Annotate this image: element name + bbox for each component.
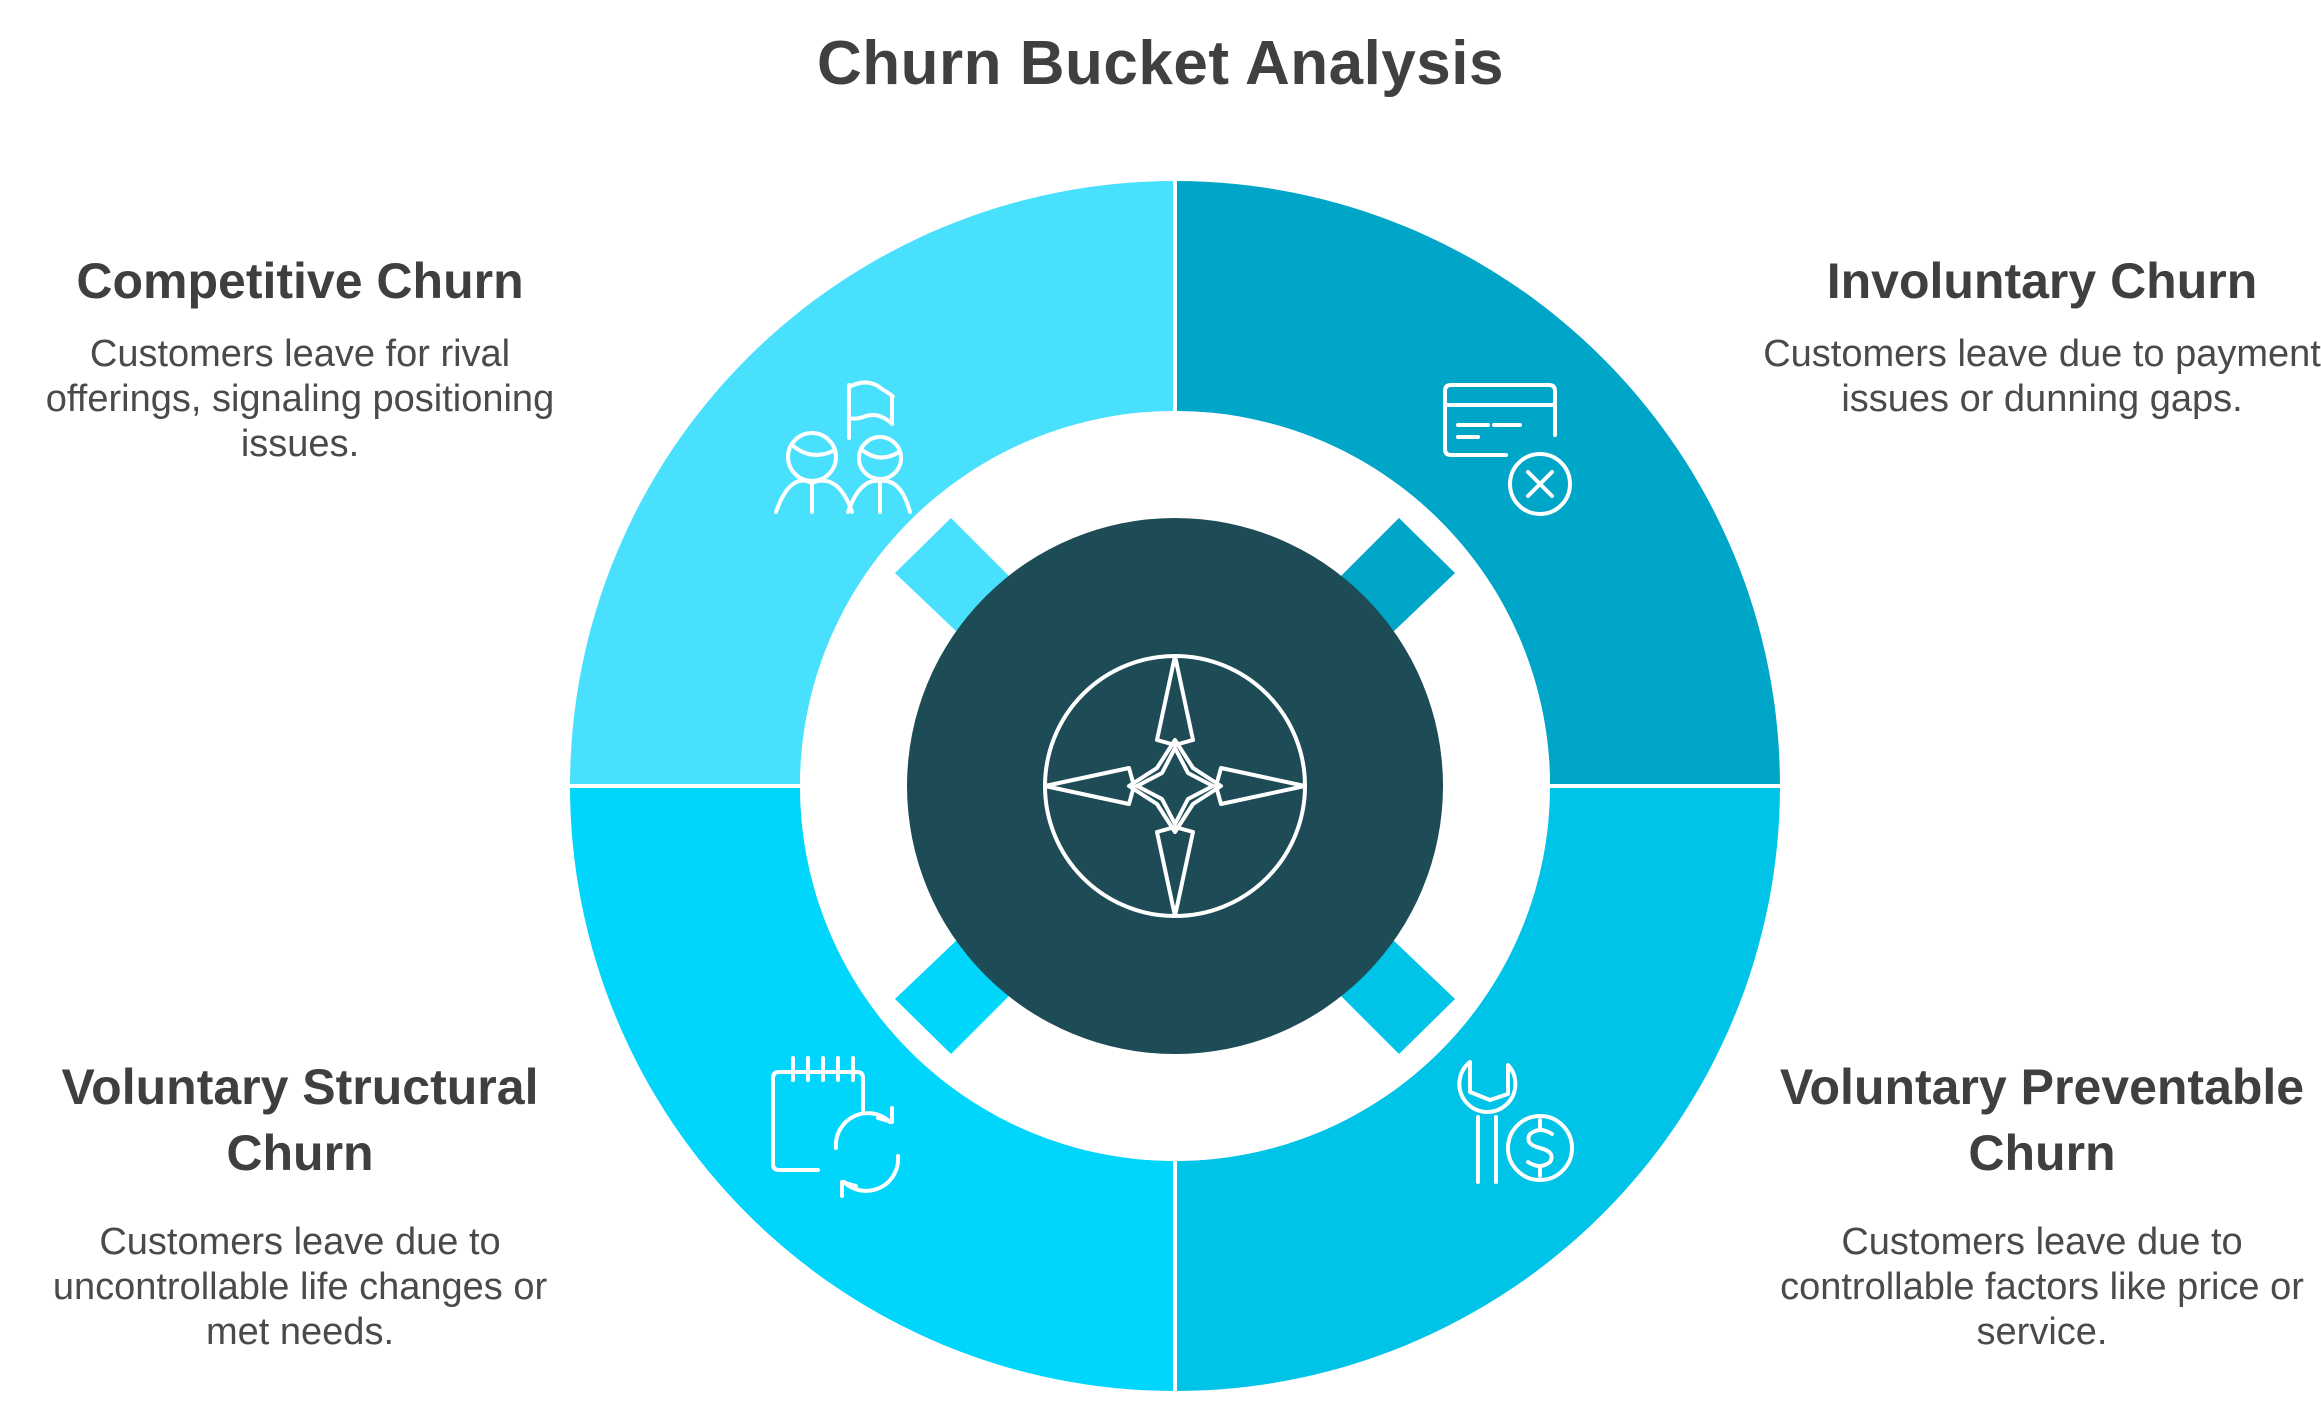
involuntary-churn-description: Customers leave due to payment issues or… — [1763, 333, 2321, 420]
calendar-refresh-icon — [771, 1056, 901, 1198]
failed-payment-card-icon — [1443, 383, 1572, 516]
voluntary-preventable-churn-block: Voluntary Preventable Churn Customers le… — [1762, 1054, 2321, 1355]
voluntary-structural-churn-block: Voluntary Structural Churn Customers lea… — [20, 1054, 580, 1355]
sector-involuntary — [1175, 181, 1780, 786]
sector-structural — [570, 786, 1175, 1391]
competitive-churn-block: Competitive Churn Customers leave for ri… — [20, 248, 580, 467]
involuntary-churn-block: Involuntary Churn Customers leave due to… — [1762, 248, 2321, 422]
sector-dividers — [560, 170, 1790, 1402]
sector-competitive — [570, 181, 1175, 786]
diagram-title: Churn Bucket Analysis — [817, 29, 1504, 98]
competitive-churn-title: Competitive Churn — [76, 253, 524, 309]
competitive-churn-description: Customers leave for rival offerings, sig… — [45, 333, 555, 465]
competitors-flag-icon — [774, 380, 912, 514]
compass-icon — [1043, 654, 1307, 918]
involuntary-churn-title: Involuntary Churn — [1826, 253, 2258, 309]
voluntary-preventable-churn-title: Voluntary Preventable Churn — [1779, 1059, 2305, 1181]
sector-preventable — [1175, 786, 1780, 1391]
voluntary-structural-churn-title: Voluntary Structural Churn — [61, 1059, 539, 1181]
voluntary-structural-churn-description: Customers leave due to uncontrollable li… — [52, 1221, 548, 1353]
voluntary-preventable-churn-description: Customers leave due to controllable fact… — [1780, 1221, 2304, 1353]
hub-circle — [907, 518, 1443, 1054]
wrench-dollar-icon — [1457, 1060, 1574, 1184]
